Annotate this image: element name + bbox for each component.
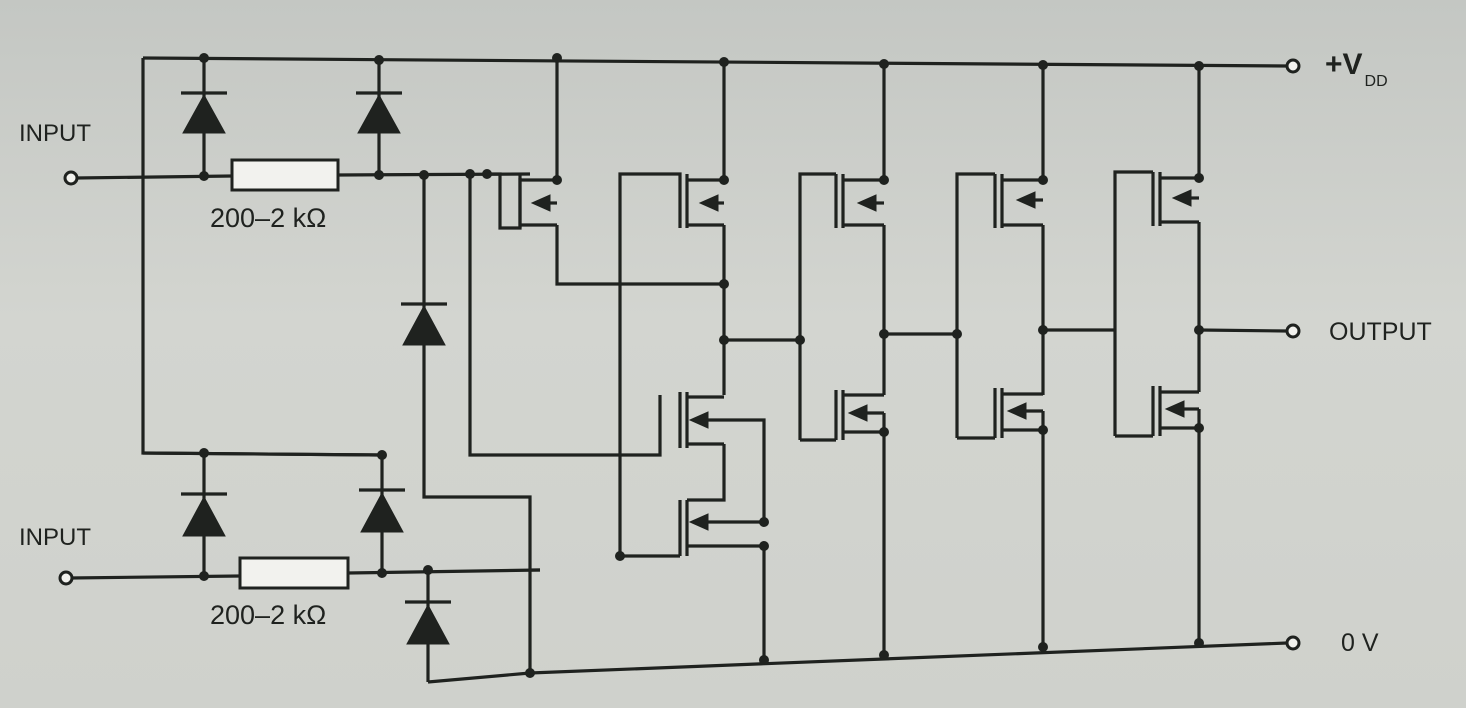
inverter-1: [724, 59, 889, 660]
ground-terminal: [1285, 635, 1301, 651]
bottom-resistor: [238, 556, 350, 590]
input-bottom-label: INPUT: [19, 524, 91, 551]
nand-stage: [465, 53, 769, 665]
inverter-2: [884, 60, 1048, 652]
input-top-terminal: [63, 170, 79, 186]
vdd-label: +VDD: [1325, 48, 1388, 90]
top-resistor: [230, 158, 340, 192]
vdd-main: +V: [1325, 48, 1363, 81]
resistor-bottom-label: 200–2 kΩ: [210, 600, 327, 630]
top-input-protection: [75, 53, 531, 457]
resistor-top-label: 200–2 kΩ: [210, 203, 327, 233]
ground-label: 0 V: [1341, 629, 1379, 657]
vdd-subscript: DD: [1364, 73, 1388, 90]
bottom-input-protection: [69, 448, 541, 590]
vdd-terminal: [1285, 58, 1301, 74]
input-bottom-terminal: [58, 570, 74, 586]
output-label: OUTPUT: [1329, 318, 1432, 346]
vdd-rail: [142, 56, 1288, 68]
output-terminal: [1285, 323, 1301, 339]
input-top-label: INPUT: [19, 120, 91, 147]
inverter-3: [1043, 61, 1288, 648]
clamp-diodes: [401, 170, 535, 678]
ground-rail: [426, 641, 1288, 684]
